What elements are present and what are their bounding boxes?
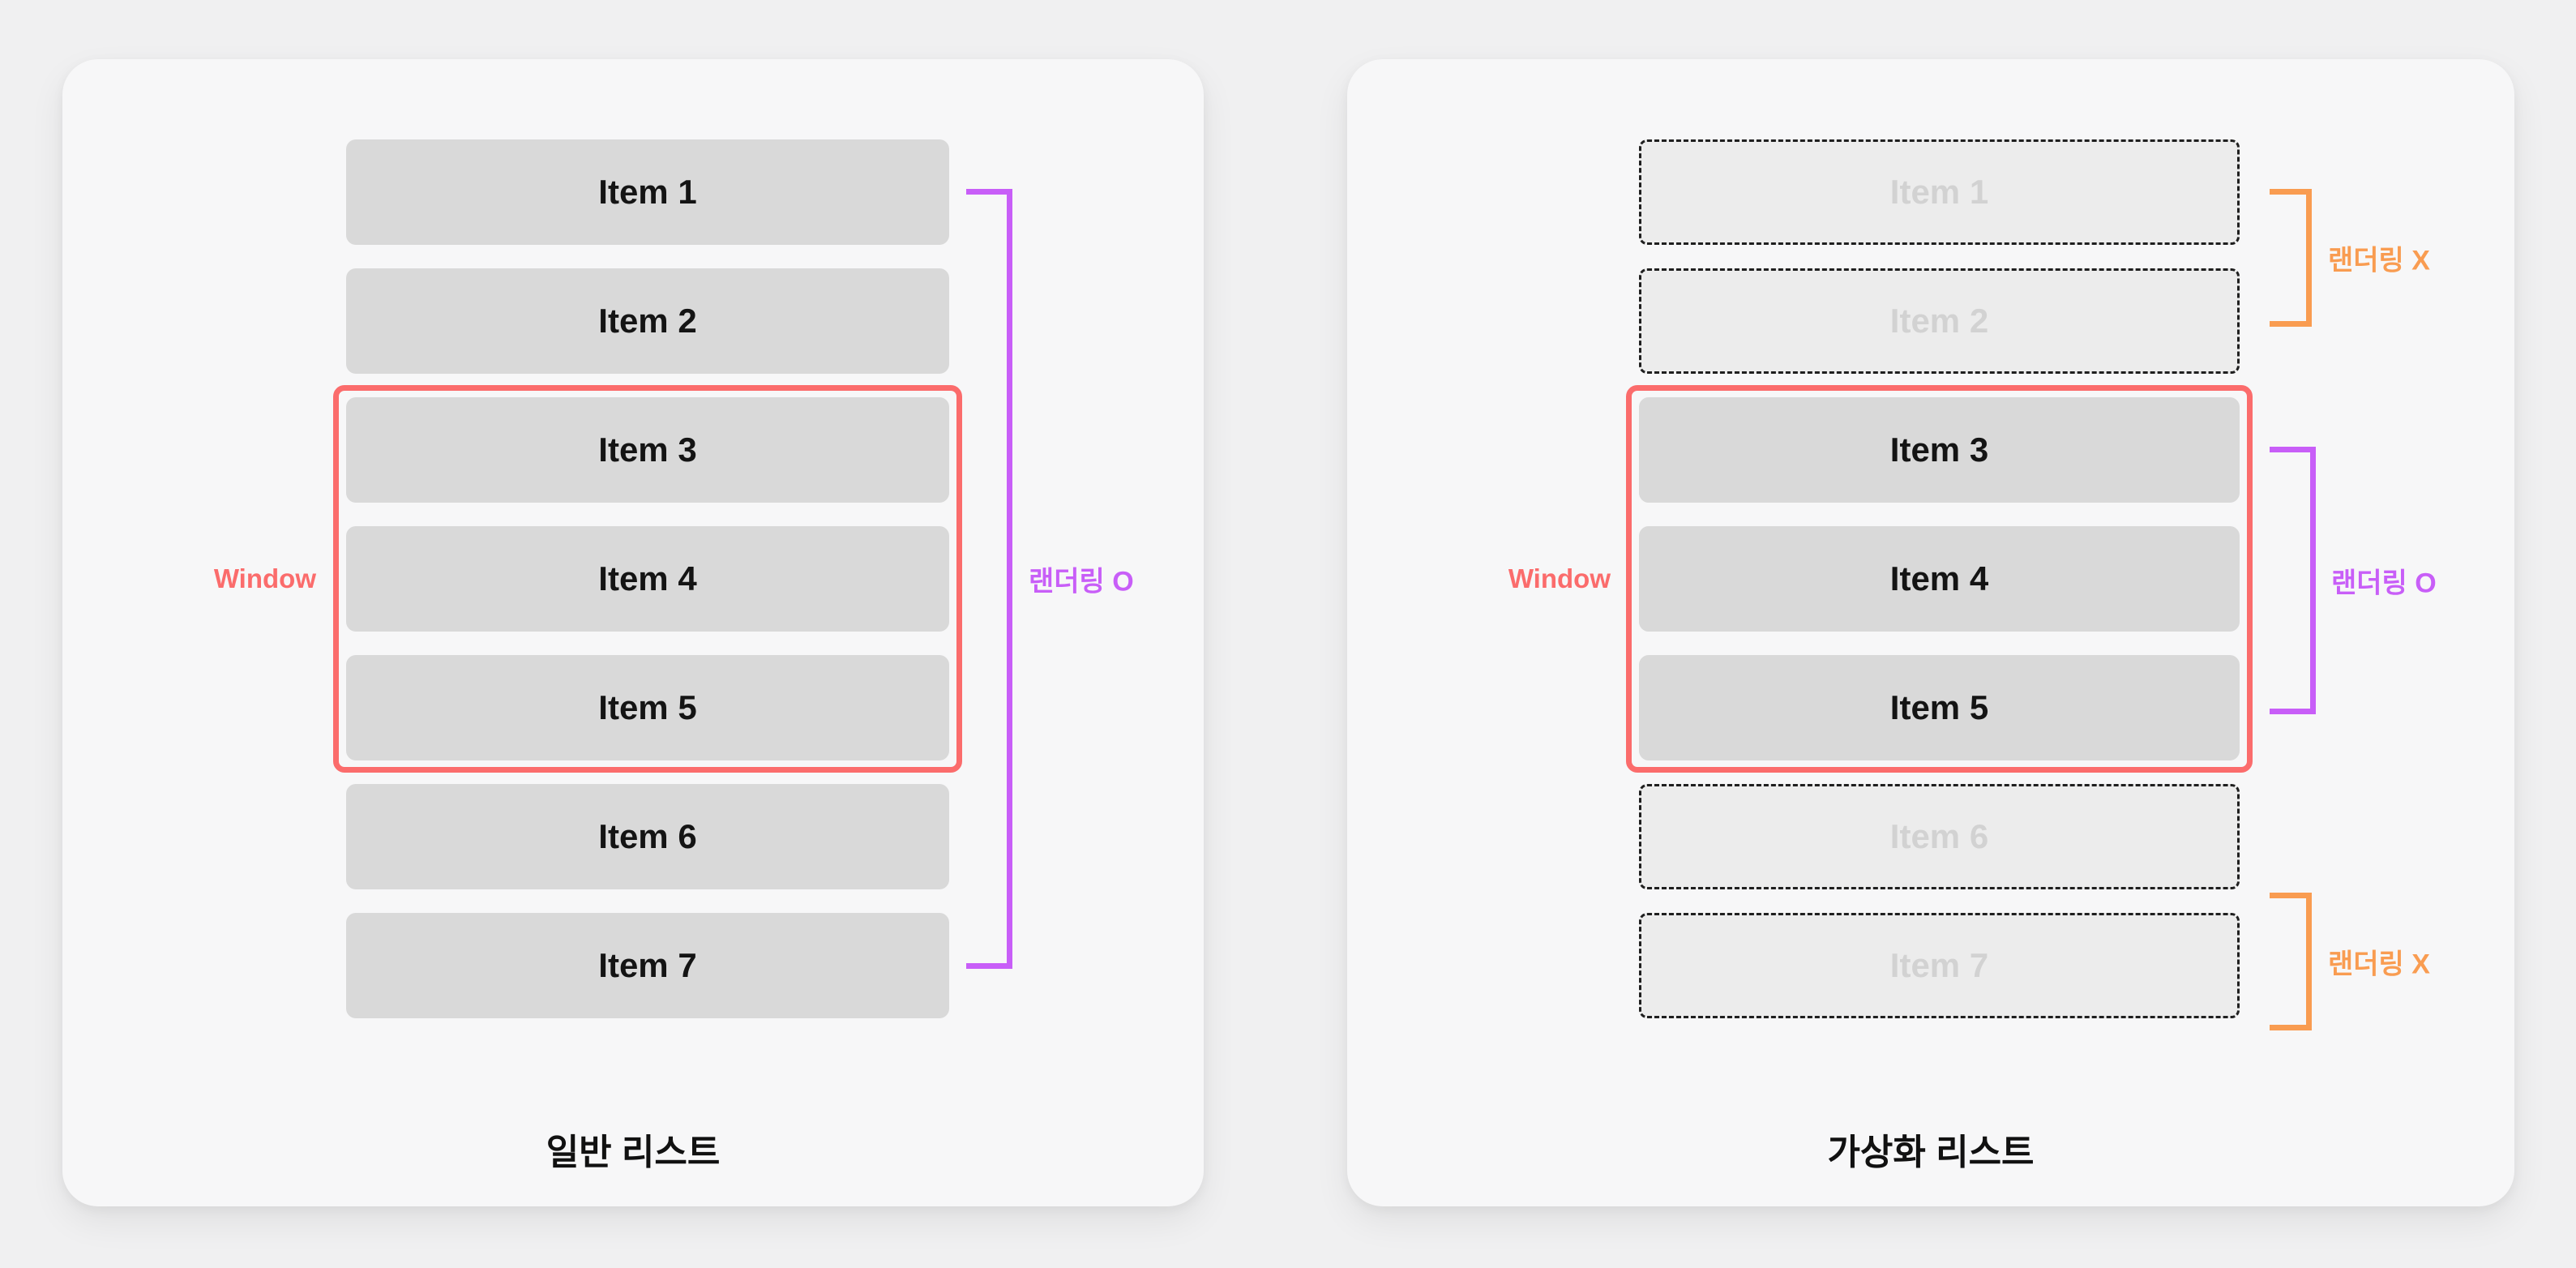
diagram-panel-virtualized-list: Item 1 Item 2 Item 3 Item 4 Item 5 Item … [1347, 59, 2514, 1206]
diagram-panel-normal-list: Item 1 Item 2 Item 3 Item 4 Item 5 Item … [62, 59, 1204, 1206]
list-item-not-rendered: Item 1 [1639, 139, 2240, 245]
list-item: Item 5 [1639, 655, 2240, 760]
render-off-annotation-bottom: 랜더링 X [2328, 949, 2430, 980]
render-on-annotation: 랜더링 O [1029, 566, 1134, 598]
list-item: Item 2 [346, 268, 949, 374]
render-on-bracket [2270, 447, 2316, 714]
render-off-annotation-top: 랜더링 X [2328, 245, 2430, 276]
list-item-not-rendered: Item 6 [1639, 784, 2240, 889]
normal-list-items: Item 1 Item 2 Item 3 Item 4 Item 5 Item … [346, 139, 949, 1018]
list-item: Item 3 [1639, 397, 2240, 503]
list-item: Item 1 [346, 139, 949, 245]
list-item-not-rendered: Item 7 [1639, 913, 2240, 1018]
list-item-not-rendered: Item 2 [1639, 268, 2240, 374]
render-on-annotation: 랜더링 O [2331, 568, 2437, 599]
window-label: Window [213, 563, 316, 593]
window-label: Window [1508, 563, 1611, 593]
list-item: Item 4 [1639, 526, 2240, 632]
list-item: Item 5 [346, 655, 949, 760]
virtualized-list-items: Item 1 Item 2 Item 3 Item 4 Item 5 Item … [1639, 139, 2240, 1018]
render-on-bracket [966, 189, 1012, 969]
panel-title-normal-list: 일반 리스트 [546, 1133, 721, 1172]
render-off-bracket-top [2270, 189, 2312, 327]
list-item: Item 3 [346, 397, 949, 503]
list-item: Item 7 [346, 913, 949, 1018]
list-item: Item 4 [346, 526, 949, 632]
render-off-bracket-bottom [2270, 893, 2312, 1030]
panel-title-virtualized-list: 가상화 리스트 [1827, 1133, 2035, 1172]
list-item: Item 6 [346, 784, 949, 889]
